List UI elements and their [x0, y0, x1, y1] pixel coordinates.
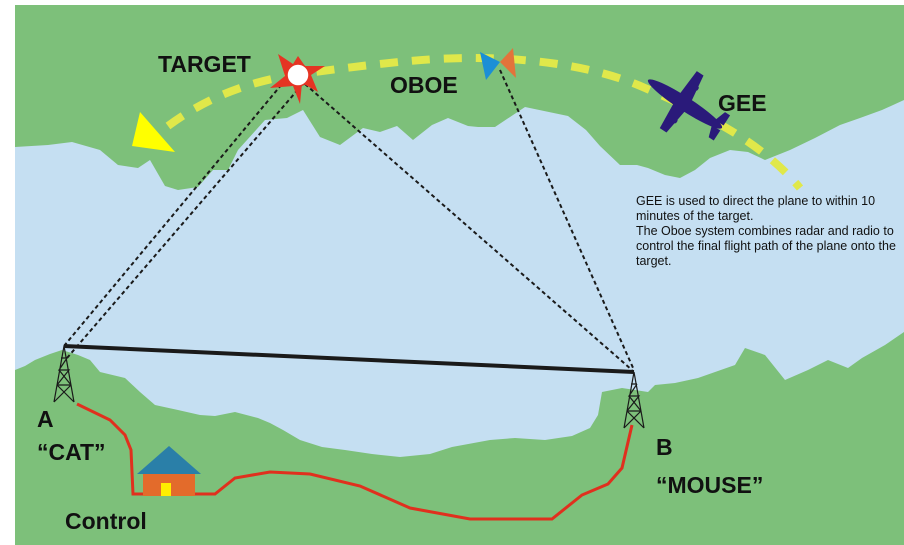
- station-b-name: “MOUSE”: [656, 472, 764, 498]
- station-b-letter: B: [656, 434, 673, 460]
- radio-tower-icon: [53, 345, 75, 403]
- baseline: [63, 344, 635, 374]
- oboe-label: OBOE: [390, 72, 458, 98]
- description-line-1: GEE is used to direct the plane to withi…: [636, 194, 876, 223]
- control-cable: [76, 402, 634, 521]
- signal-beams: [63, 69, 635, 371]
- house-icon: [137, 446, 201, 496]
- station-a-letter: A: [37, 406, 54, 432]
- oboe-marker-icon: [480, 48, 516, 80]
- gee-label: GEE: [718, 90, 767, 116]
- description-text: GEE is used to direct the plane to withi…: [636, 194, 904, 269]
- control-label: Control: [65, 508, 147, 534]
- target-star-icon: [270, 54, 325, 104]
- description-line-2: The Oboe system combines radar and radio…: [636, 224, 896, 268]
- radio-tower-icon: [623, 371, 645, 429]
- direction-arrow-icon: [132, 112, 175, 152]
- water-body: [15, 100, 904, 457]
- station-a-name: “CAT”: [37, 439, 106, 465]
- target-label: TARGET: [158, 51, 251, 77]
- plane-icon: [647, 71, 731, 141]
